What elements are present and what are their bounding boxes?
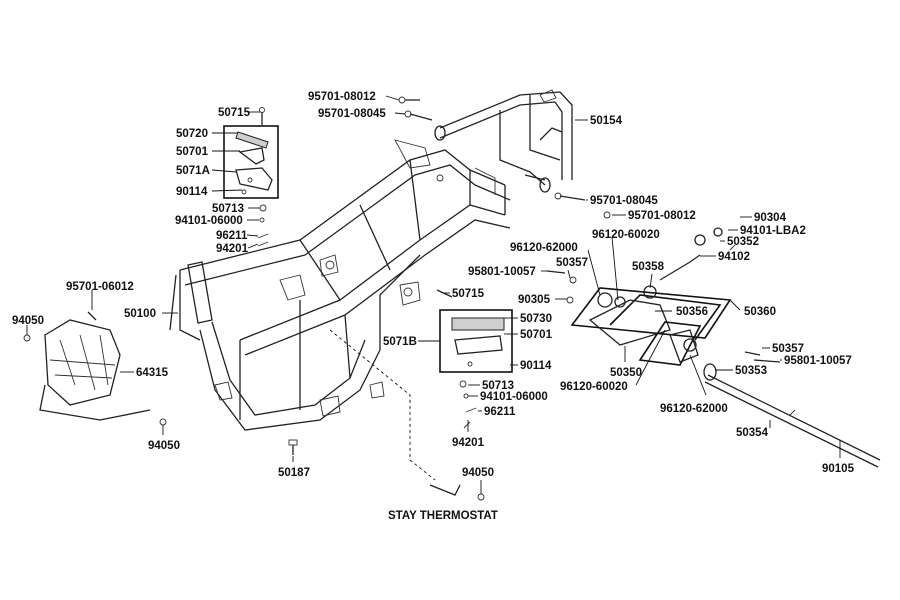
label-90114-mid: 90114 [520,360,552,372]
label-50353: 50353 [735,365,767,377]
label-50357-b: 50357 [772,343,804,355]
label-50701-mid: 50701 [520,329,553,341]
label-94050-bottom: 94050 [148,440,180,452]
label-50154: 50154 [590,115,623,127]
label-64315: 64315 [136,367,169,379]
label-50350: 50350 [610,367,642,379]
label-stay-thermostat: STAY THERMOSTAT [388,510,498,522]
label-50187: 50187 [278,467,310,479]
label-50360: 50360 [744,306,776,318]
label-50701-top: 50701 [176,146,209,158]
label-50715-top: 50715 [218,107,251,119]
label-5071B: 5071B [383,336,417,348]
label-50730: 50730 [520,313,552,325]
label-96211-mid: 96211 [484,406,516,418]
label-95801-10057-a: 95801-10057 [468,266,536,278]
part-labels: 50715 50720 50701 5071A 90114 50713 9410… [12,91,855,522]
label-90105: 90105 [822,463,855,475]
main-frame-50100 [169,139,511,431]
label-95701-08045-b: 95701-08045 [590,195,658,207]
label-94201-top: 94201 [216,243,249,255]
label-96120-60020-a: 96120-60020 [592,229,660,241]
label-94101-LBA2: 94101-LBA2 [740,225,806,237]
rear-carrier-50154 [434,89,573,193]
engine-hanger-assembly [570,227,881,468]
label-95801-10057-b: 95801-10057 [784,355,852,367]
part-box-5071B [439,309,513,373]
label-90304: 90304 [754,212,787,224]
label-95701-08012-b: 95701-08012 [628,210,696,222]
label-94050-stay: 94050 [462,467,494,479]
leader-lines [26,95,841,494]
label-50720: 50720 [176,128,208,140]
part-box-5071A [223,125,279,199]
label-96211-top: 96211 [216,230,248,242]
label-50357-a: 50357 [556,257,588,269]
label-94101-top: 94101-06000 [175,215,243,227]
label-90305: 90305 [518,294,551,306]
label-90114-top: 90114 [176,186,208,198]
label-50354: 50354 [736,427,769,439]
label-50356: 50356 [676,306,708,318]
label-50352: 50352 [727,236,759,248]
label-94201-mid: 94201 [452,437,485,449]
label-50358: 50358 [632,261,665,273]
label-50713-mid: 50713 [482,380,514,392]
label-5071A: 5071A [176,165,210,177]
fasteners [23,96,781,501]
front-bracket-64315 [39,319,151,421]
label-94101-mid: 94101-06000 [480,391,548,403]
label-95701-06012: 95701-06012 [66,281,134,293]
label-50713-top: 50713 [212,203,244,215]
label-94102: 94102 [718,251,750,263]
label-96120-62000-a: 96120-62000 [510,242,578,254]
label-96120-62000-b: 96120-62000 [660,403,728,415]
label-50100: 50100 [124,308,156,320]
label-95701-08012-a: 95701-08012 [308,91,376,103]
label-96120-60020-b: 96120-60020 [560,381,628,393]
label-50715-mid: 50715 [452,288,485,300]
label-94050-left: 94050 [12,315,44,327]
label-95701-08045-a: 95701-08045 [318,108,386,120]
